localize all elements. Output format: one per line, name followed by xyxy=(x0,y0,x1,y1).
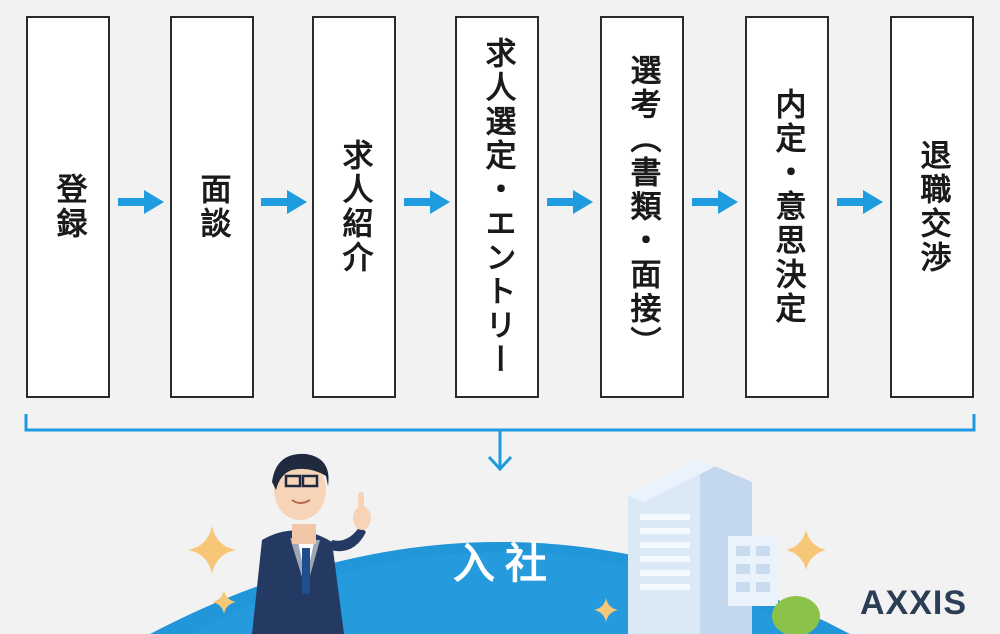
arrow-right-icon xyxy=(404,190,450,214)
sparkle-icon xyxy=(786,530,826,570)
step-label-1: 登録 xyxy=(50,173,87,241)
arrow-right-icon xyxy=(261,190,307,214)
merge-bracket xyxy=(24,414,976,472)
step-label-4: 求人選定・エントリー xyxy=(479,37,516,377)
brand-logo: AXXIS xyxy=(860,584,968,622)
arrow-right-icon xyxy=(118,190,164,214)
arrow-right-icon xyxy=(547,190,593,214)
arrow-right-icon xyxy=(692,190,738,214)
sparkle-icon xyxy=(212,590,236,614)
sparkle-icon xyxy=(188,526,236,574)
hire-scene xyxy=(150,453,850,634)
step-label-3: 求人紹介 xyxy=(336,139,373,275)
arrow-right-icon xyxy=(837,190,883,214)
step-box-3: 求人紹介 xyxy=(312,16,396,398)
building-illustration xyxy=(628,460,820,634)
step-box-1: 登録 xyxy=(26,16,110,398)
step-label-2: 面談 xyxy=(194,173,231,241)
step-box-5: 選考（書類・面接） xyxy=(600,16,684,398)
step-label-6: 内定・意思決定 xyxy=(769,88,806,326)
step-box-2: 面談 xyxy=(170,16,254,398)
result-label: 入社 xyxy=(452,539,557,588)
step-box-4: 求人選定・エントリー xyxy=(455,16,539,398)
sparkle-icon xyxy=(594,598,618,622)
step-label-5: 選考（書類・面接） xyxy=(624,54,661,360)
step-box-7: 退職交渉 xyxy=(890,16,974,398)
person-illustration xyxy=(252,453,371,634)
step-label-7: 退職交渉 xyxy=(914,139,951,275)
step-box-6: 内定・意思決定 xyxy=(745,16,829,398)
